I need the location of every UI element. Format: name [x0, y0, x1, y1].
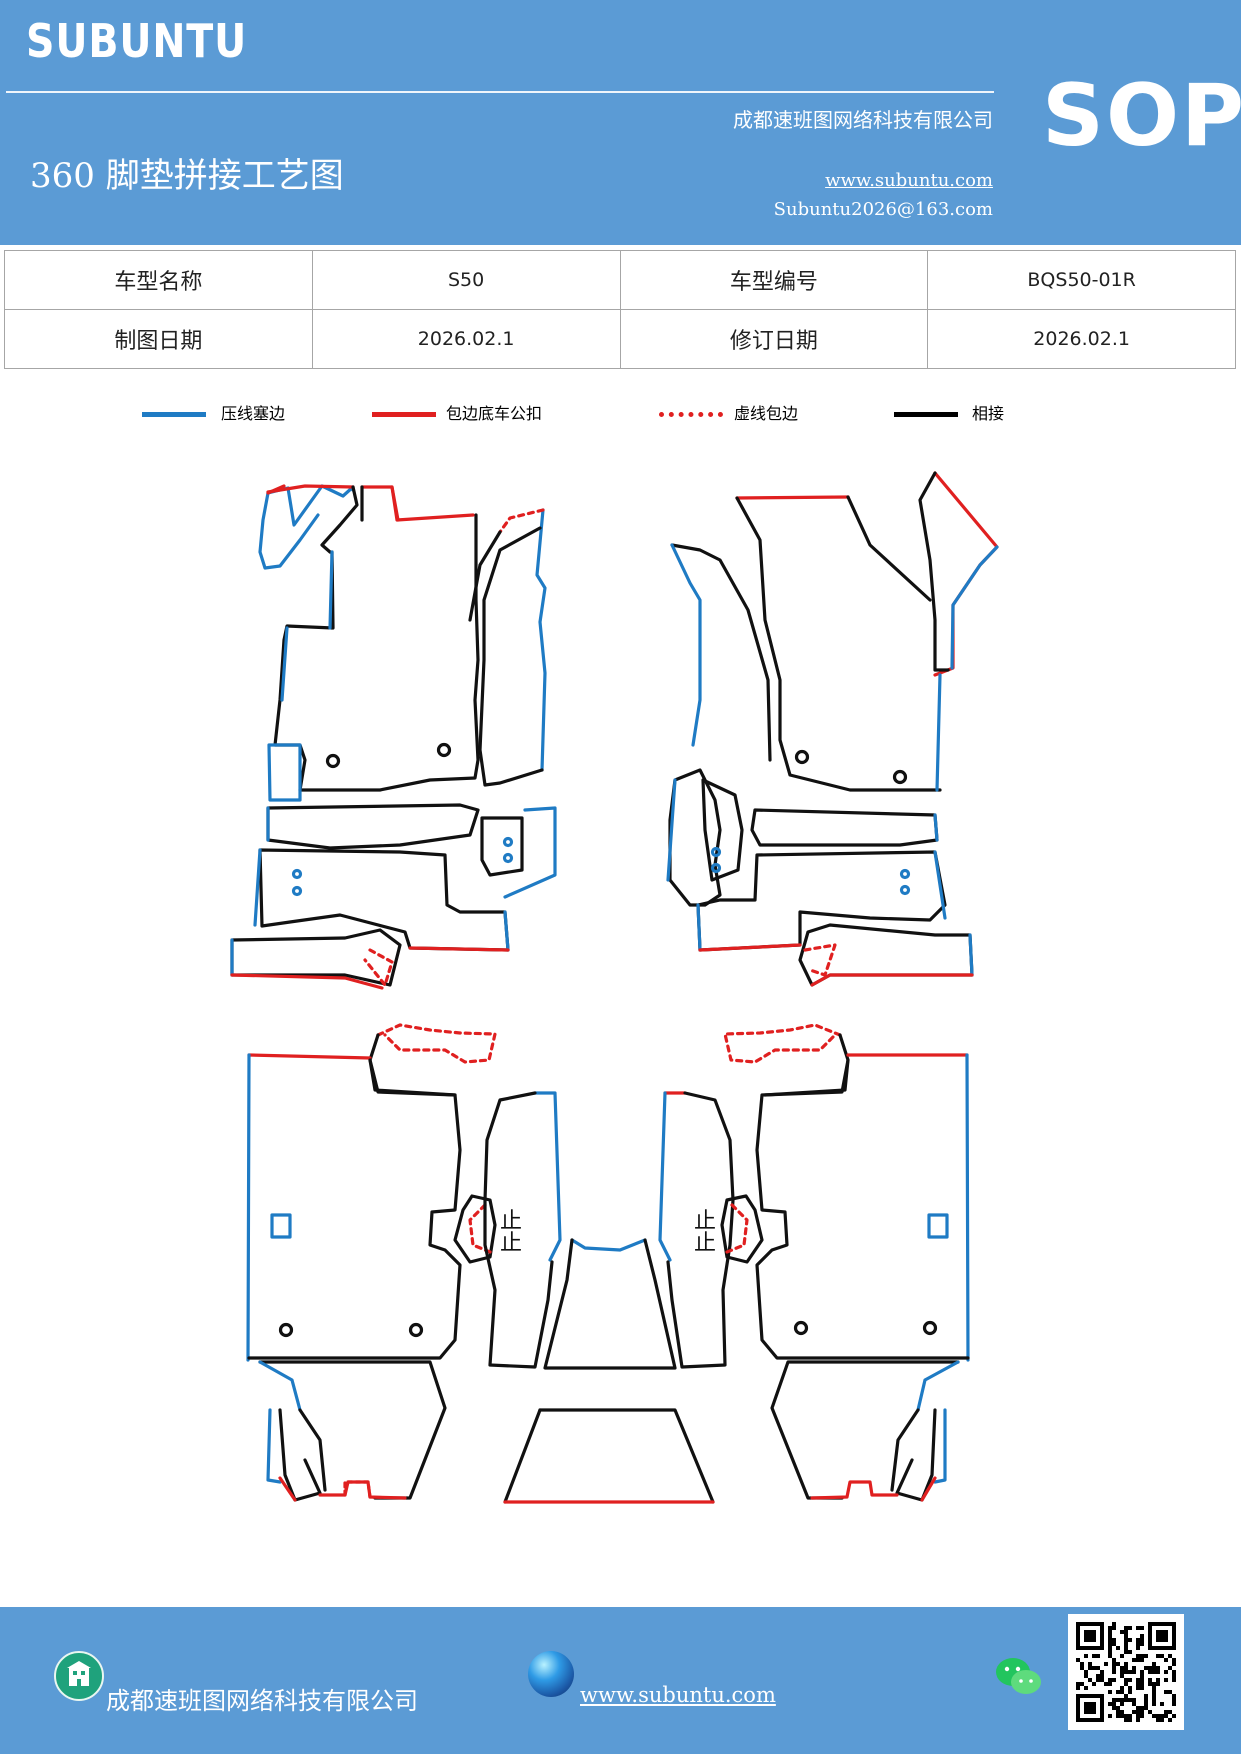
mount-hole [922, 1320, 938, 1336]
footer-url-link[interactable]: www.subuntu.com [580, 1683, 776, 1707]
rear-left-mat [246, 1023, 497, 1362]
draw-date-label: 制图日期 [4, 309, 313, 369]
rear-center-left-strip [483, 1091, 562, 1369]
legend-label-binding-edge: 包边底车公扣 [446, 404, 543, 423]
model-code-label: 车型编号 [619, 250, 929, 310]
front-left-mat [258, 484, 480, 792]
stop-mark: 止 [500, 1231, 522, 1256]
clip-hole [291, 885, 303, 897]
header-divider [6, 91, 994, 93]
clip-hole [710, 862, 722, 874]
legend-swatch-red [372, 412, 436, 417]
header-company: 成都速班图网络科技有限公司 [733, 108, 993, 132]
document-title: 360 脚垫拼接工艺图 [30, 156, 344, 196]
rear-center-right-strip [658, 1091, 735, 1369]
legend-label-dotted-binding: 虚线包边 [734, 404, 799, 423]
revision-date-label: 修订日期 [619, 309, 929, 369]
rear-right-lower-piece [770, 1360, 960, 1502]
vehicle-info-table: 车型名称 S50 车型编号 BQS50-01R 制图日期 2026.02.1 修… [4, 250, 1236, 369]
table-row: 制图日期 2026.02.1 修订日期 2026.02.1 [4, 309, 1236, 369]
legend-swatch-blue [142, 412, 206, 417]
mount-hole [436, 742, 452, 758]
clip-hole [899, 884, 911, 896]
legend-swatch-red-dotted [659, 412, 723, 417]
qr-code[interactable] [1068, 1614, 1184, 1730]
front-left-side-strip [468, 508, 547, 787]
footer-banner: 成都速班图网络科技有限公司 www.subuntu.com [0, 1607, 1241, 1754]
mount-hole [892, 769, 908, 785]
wechat-icon[interactable] [994, 1655, 1044, 1699]
mount-hole [794, 749, 810, 765]
clip-hole [502, 836, 514, 848]
sop-badge: SOP [1042, 66, 1241, 166]
model-code-value: BQS50-01R [927, 250, 1236, 310]
footer-company: 成都速班图网络科技有限公司 [106, 1687, 418, 1715]
mount-hole [278, 1322, 294, 1338]
mount-hole [793, 1320, 809, 1336]
legend: 压线塞边 包边底车公扣 虚线包边 相接 [0, 400, 1241, 440]
front-left-lower-pieces [230, 743, 557, 990]
rear-left-lower-piece [258, 1360, 447, 1502]
globe-icon [528, 1651, 574, 1697]
rear-center-tunnel [543, 1238, 677, 1370]
model-name-value: S50 [311, 250, 621, 310]
front-right-mat [670, 471, 999, 792]
table-row: 车型名称 S50 车型编号 BQS50-01R [4, 250, 1236, 310]
mount-hole [408, 1322, 424, 1338]
clip-hole [502, 852, 514, 864]
legend-label-pressed-edge: 压线塞边 [221, 404, 286, 423]
model-name-label: 车型名称 [4, 250, 313, 310]
front-right-lower-pieces [666, 768, 974, 987]
legend-swatch-black [894, 412, 958, 417]
mount-hole [325, 753, 341, 769]
legend-label-joint: 相接 [972, 404, 1005, 423]
header-banner: SUBUNTU 成都速班图网络科技有限公司 360 脚垫拼接工艺图 www.su… [0, 0, 1241, 245]
rear-trapezoid-piece [503, 1408, 715, 1504]
building-icon [54, 1651, 104, 1701]
clip-hole [291, 868, 303, 880]
rear-right-mat [720, 1023, 970, 1362]
revision-date-value: 2026.02.1 [927, 309, 1236, 369]
clip-hole [899, 868, 911, 880]
header-email[interactable]: Subuntu2026@163.com [773, 199, 993, 220]
stop-mark: 止 [500, 1209, 522, 1234]
clip-hole [710, 846, 722, 858]
stop-mark: 止 [694, 1209, 716, 1234]
brand-logo: SUBUNTU [26, 14, 248, 68]
stop-mark: 止 [694, 1231, 716, 1256]
draw-date-value: 2026.02.1 [311, 309, 621, 369]
header-url-link[interactable]: www.subuntu.com [825, 170, 993, 191]
